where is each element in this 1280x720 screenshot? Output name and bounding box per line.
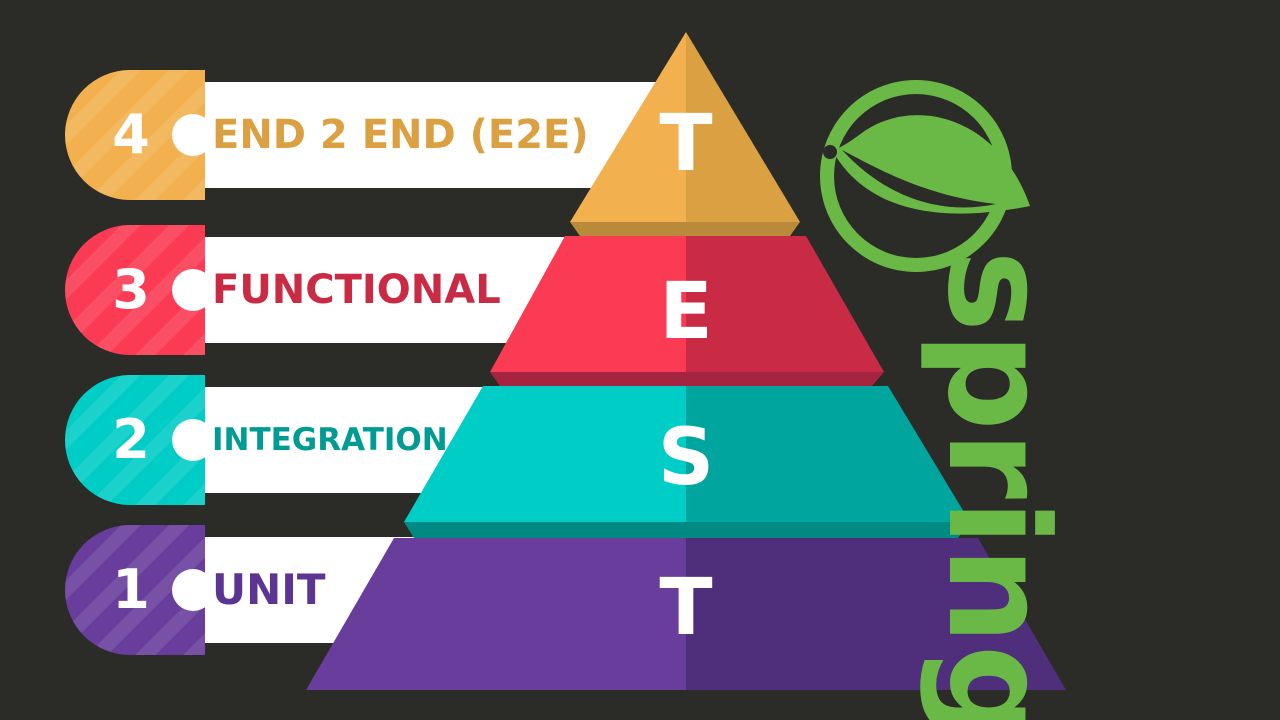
tier-2-right	[686, 386, 970, 522]
leaf-icon	[820, 80, 1030, 272]
level-4-number: 4	[112, 103, 150, 166]
level-4-label: END 2 END (E2E)	[212, 112, 589, 158]
level-1-connector	[172, 569, 214, 611]
level-1-number: 1	[112, 558, 150, 621]
tier-1-left	[306, 538, 686, 690]
level-4-row: 4 END 2 END (E2E)	[0, 70, 1280, 200]
level-2-label: INTEGRATION	[212, 422, 448, 458]
seam-shadow-low	[404, 522, 970, 538]
tier-3-right	[686, 236, 884, 372]
level-1-label: UNIT	[212, 565, 326, 614]
tier-2-letter: S	[658, 413, 714, 503]
level-2-number: 2	[112, 408, 150, 471]
level-3-number: 3	[112, 258, 150, 321]
level-3-connector	[172, 269, 214, 311]
tier-1-letter: T	[659, 563, 712, 653]
tier-3-letter: E	[659, 267, 712, 357]
tier-4-right	[686, 32, 800, 222]
tier-1-right	[686, 538, 1066, 690]
tier-4-left	[570, 32, 686, 222]
level-3-label: FUNCTIONAL	[212, 267, 501, 313]
level-4-connector	[172, 114, 214, 156]
spring-wordmark: spring	[917, 250, 1078, 720]
tier-4-letter: T	[659, 99, 712, 189]
level-2-connector	[172, 419, 214, 461]
tier-3-left	[490, 236, 686, 372]
tier-2-left	[404, 386, 686, 522]
seam-shadow-mid	[490, 372, 884, 386]
seam-shadow-top	[570, 222, 800, 236]
